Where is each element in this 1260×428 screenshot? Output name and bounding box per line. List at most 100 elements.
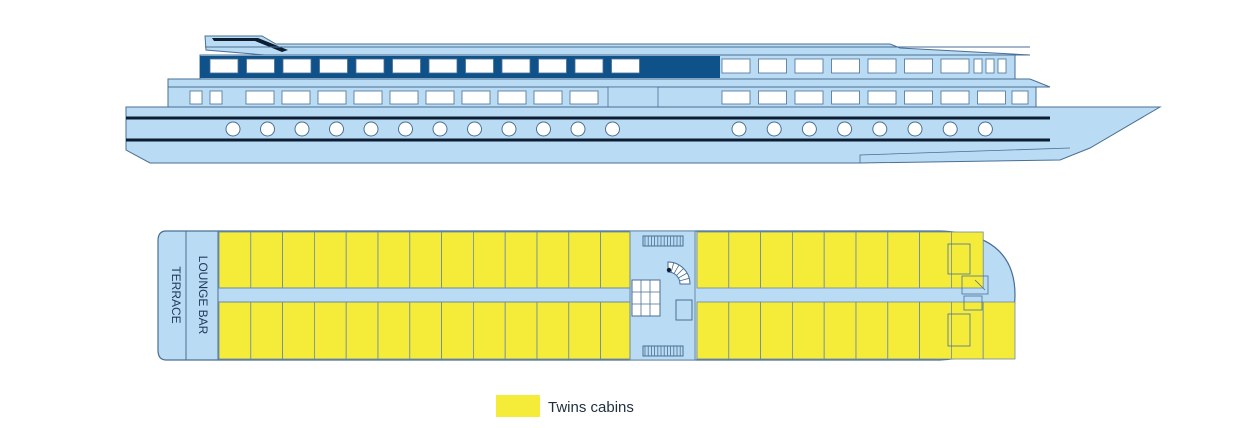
twin-cabin xyxy=(568,301,601,360)
middle-window xyxy=(569,90,599,105)
sun-deck-roof xyxy=(204,35,1031,56)
twin-cabin xyxy=(282,301,315,360)
spiral-staircase xyxy=(666,261,691,285)
twin-cabin xyxy=(919,301,952,360)
upper-window xyxy=(282,58,312,74)
middle-window xyxy=(281,90,311,105)
twin-cabin xyxy=(887,301,920,360)
porthole xyxy=(942,121,958,137)
twin-cabin xyxy=(760,301,793,360)
middle-window xyxy=(977,90,1006,105)
twin-cabin xyxy=(218,301,252,360)
twin-cabin xyxy=(951,301,984,360)
middle-window xyxy=(904,90,933,105)
terrace-label: TERRACE xyxy=(169,266,183,323)
hull-portholes xyxy=(225,121,993,137)
cabins xyxy=(218,231,1016,360)
middle-window xyxy=(189,90,203,105)
twin-cabin xyxy=(823,231,857,289)
upper-window xyxy=(574,58,604,74)
upper-deck-dark-band-mid xyxy=(640,56,720,78)
middle-window xyxy=(721,90,751,105)
middle-deck-windows xyxy=(189,90,1029,105)
twin-cabin xyxy=(441,231,474,289)
twin-cabin xyxy=(250,231,284,289)
middle-window xyxy=(533,90,563,105)
upper-window xyxy=(721,58,751,74)
upper-window-small xyxy=(997,58,1007,74)
twin-cabin xyxy=(313,301,347,360)
twin-cabin xyxy=(441,301,474,360)
porthole xyxy=(398,121,413,137)
elevator-grid xyxy=(631,279,661,317)
porthole xyxy=(467,121,482,137)
middle-window xyxy=(425,90,455,105)
twin-cabin xyxy=(728,301,761,360)
twin-cabin xyxy=(377,231,411,289)
twin-cabin xyxy=(982,301,1016,360)
twin-cabin xyxy=(377,301,411,360)
upper-window xyxy=(904,58,933,74)
middle-window xyxy=(461,90,491,105)
middle-window xyxy=(940,90,970,105)
upper-window xyxy=(831,58,860,74)
twin-cabin xyxy=(760,231,793,289)
twin-cabin xyxy=(504,301,538,360)
twin-cabin xyxy=(887,231,920,289)
middle-window xyxy=(497,90,527,105)
porthole xyxy=(432,121,448,137)
porthole xyxy=(536,121,551,137)
twin-cabin xyxy=(313,231,347,289)
twin-cabin xyxy=(536,301,570,360)
twin-cabin xyxy=(536,231,570,289)
hull xyxy=(125,106,1162,164)
upper-window xyxy=(794,58,824,74)
upper-window xyxy=(465,58,494,74)
porthole xyxy=(501,121,517,137)
twin-cabin xyxy=(568,231,601,289)
upper-window xyxy=(209,58,239,74)
legend-label-twins: Twins cabins xyxy=(548,399,634,416)
upper-window xyxy=(355,58,385,74)
twin-cabin xyxy=(600,231,633,289)
upper-window xyxy=(867,58,897,74)
upper-window-small xyxy=(985,58,995,74)
middle-window xyxy=(1011,90,1029,105)
porthole xyxy=(801,121,817,137)
twin-cabin xyxy=(472,301,506,360)
twin-cabin xyxy=(951,231,984,289)
porthole xyxy=(766,121,782,137)
twin-cabin xyxy=(792,301,825,360)
upper-deck-windows xyxy=(209,58,1007,74)
middle-deck-lobby-panel xyxy=(607,86,659,108)
upper-window xyxy=(611,58,640,74)
porthole xyxy=(225,121,241,137)
middle-window xyxy=(245,90,275,105)
porthole xyxy=(329,121,344,137)
twin-cabin xyxy=(409,231,442,289)
upper-window-small xyxy=(973,58,983,74)
stairs-bottom xyxy=(642,345,684,357)
middle-window xyxy=(867,90,897,105)
twin-cabin xyxy=(855,301,889,360)
twin-cabin xyxy=(728,231,761,289)
twin-cabin xyxy=(600,301,633,360)
legend: Twins cabins xyxy=(496,395,634,417)
bow-detail xyxy=(859,147,1071,163)
twin-cabin xyxy=(504,231,538,289)
lobby-desk xyxy=(675,299,693,321)
twin-cabin xyxy=(409,301,442,360)
roof-accent xyxy=(212,38,288,52)
porthole xyxy=(570,121,586,137)
twin-cabin xyxy=(919,231,952,289)
lounge-bar-label: LOUNGE BAR xyxy=(196,256,210,335)
middle-window xyxy=(758,90,787,105)
porthole xyxy=(837,121,853,137)
upper-window xyxy=(428,58,458,74)
twin-cabin xyxy=(345,301,379,360)
porthole xyxy=(977,121,993,137)
twin-cabin xyxy=(345,231,379,289)
twin-cabin xyxy=(855,231,889,289)
middle-deck-roof xyxy=(167,78,1051,88)
